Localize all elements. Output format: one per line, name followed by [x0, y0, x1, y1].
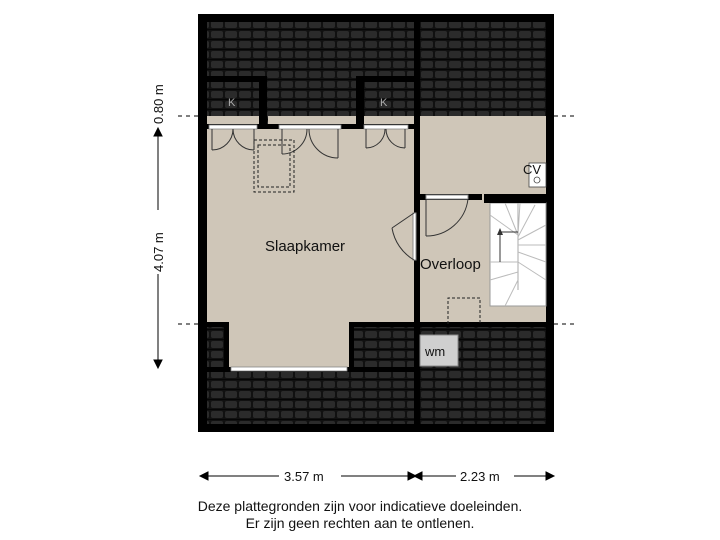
knee-wall-mark-left: K: [228, 97, 236, 109]
bedroom-floor: [207, 128, 414, 324]
dimension-width-left: 3.57 m: [284, 469, 324, 484]
room-label-landing: Overloop: [420, 256, 481, 273]
dimension-depth-top: 0.80 m: [151, 84, 166, 124]
landing-top-floor: [420, 116, 546, 194]
disclaimer-line-1: Deze plattegronden zijn voor indicatieve…: [197, 498, 523, 514]
attic-hatches: [253, 139, 481, 324]
doors: [391, 194, 469, 261]
boiler-label: CV: [523, 162, 541, 177]
landing-floor-right: [490, 306, 546, 324]
room-label-bedroom: Slaapkamer: [265, 238, 345, 255]
disclaimer-line-2: Er zijn geen rechten aan te ontlenen.: [245, 515, 475, 531]
windows: [208, 124, 409, 372]
washer-label: wm: [424, 344, 445, 359]
window-swings: [211, 128, 406, 159]
section-lines: [178, 115, 574, 325]
knee-wall-mark-right: K: [380, 97, 388, 109]
staircase: [489, 202, 547, 307]
landing-floor: [420, 194, 490, 324]
boiler: CV: [523, 162, 547, 188]
bedroom-floor-lower: [229, 322, 349, 369]
washer-box: [419, 334, 459, 367]
dimension-depth-main: 4.07 m: [151, 232, 166, 272]
dimension-width-right: 2.23 m: [460, 469, 500, 484]
